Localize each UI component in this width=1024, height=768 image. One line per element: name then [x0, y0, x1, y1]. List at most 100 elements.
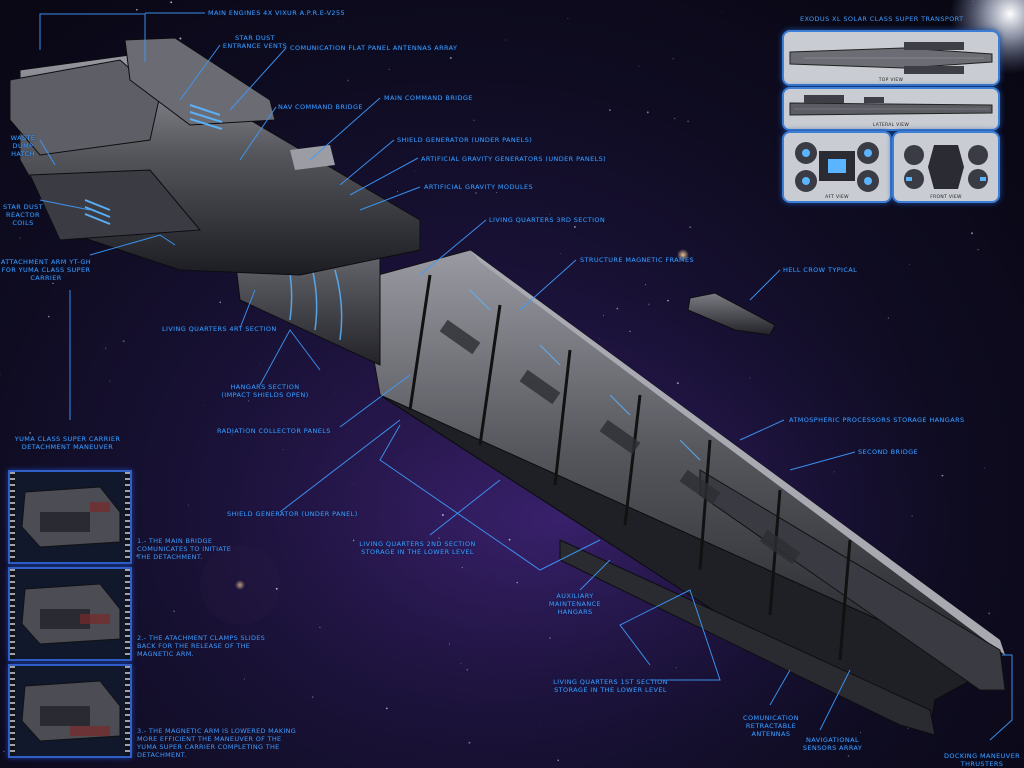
star [616, 307, 619, 310]
star [516, 581, 518, 584]
leader-attachment-arm [89, 234, 176, 256]
label-shield-gen-top: SHIELD GENERATOR (UNDER PANELS) [397, 136, 533, 144]
star [833, 471, 835, 473]
leader-waste-dump [39, 139, 56, 166]
engine-section [9, 37, 421, 276]
star [259, 363, 260, 365]
leader-comm-antennas [229, 47, 287, 111]
star [821, 316, 823, 317]
top-view-panel: TOP VIEW [782, 30, 1000, 86]
leader-shield-gen-top [339, 139, 395, 186]
star [676, 382, 679, 385]
star [505, 39, 507, 41]
star [115, 251, 116, 253]
label-hangars: HANGARS SECTION (IMPACT SHIELDS OPEN) [221, 383, 309, 399]
star [335, 391, 336, 393]
label-second-bridge: SECOND BRIDGE [858, 448, 919, 456]
star [624, 294, 626, 296]
label-gravity-modules: ARTIFICIAL GRAVITY MODULES [424, 183, 534, 191]
star [52, 282, 54, 285]
star [599, 338, 601, 340]
lens-flare [235, 580, 245, 590]
star [65, 272, 67, 274]
star [3, 750, 5, 753]
star [172, 28, 173, 29]
star [51, 269, 53, 271]
star [219, 301, 222, 304]
star [448, 643, 451, 645]
star [319, 626, 321, 629]
leader-gravity-modules [359, 186, 421, 211]
label-yuma-detach: YUMA CLASS SUPER CARRIER DETACHMENT MANE… [14, 435, 121, 451]
aft-view-drawing [795, 142, 879, 192]
label-comm-antennas: COMUNICATION FLAT PANEL ANTENNAS ARRAY [290, 44, 458, 52]
star [971, 232, 973, 235]
star [396, 191, 398, 193]
label-shield-gen-under: SHIELD GENERATOR (UNDER PANEL) [227, 510, 358, 518]
star [689, 226, 692, 229]
star [13, 188, 15, 189]
star [977, 249, 979, 251]
leader-main-engines [39, 13, 146, 62]
star [887, 317, 889, 319]
leader-comm-retract [769, 669, 791, 706]
label-living-q1: LIVING QUARTERS 1st SECTION STORAGE IN T… [553, 678, 668, 694]
star [18, 237, 21, 239]
detach-step3-thumb [8, 664, 132, 758]
label-nav-sensors: NAVIGATIONAL SENSORS ARRAY [802, 736, 863, 752]
star [204, 404, 206, 406]
aft-view-panel: AFT VIEW [782, 131, 892, 203]
label-star-dust-reactor: STAR DUST REACTOR COILS [2, 203, 44, 227]
star [549, 213, 551, 215]
leader-magnetic-frames [519, 259, 577, 311]
leader-radiation [339, 374, 411, 428]
label-hell-crow: HELL CROW TYPICAL [783, 266, 858, 274]
star [687, 120, 689, 123]
leader-shield-gen-under [279, 419, 401, 513]
star [721, 10, 722, 12]
star [549, 637, 551, 639]
star [749, 377, 751, 379]
star [311, 696, 314, 698]
star [603, 315, 605, 316]
star [909, 264, 911, 266]
label-comm-retract: COMUNICATION RETRACTABLE ANTENNAS [743, 714, 799, 738]
star [460, 662, 462, 665]
star [984, 467, 986, 469]
star [47, 315, 50, 318]
detach-step2-image [21, 583, 121, 645]
star [634, 76, 635, 77]
leader-living-q3 [419, 219, 487, 276]
leader-docking [989, 654, 1013, 741]
star [609, 109, 611, 111]
lateral-view-label: LATERAL VIEW [872, 123, 910, 128]
detach-step3-text: 3.- THE MAGNETIC ARM IS LOWERED MAKING M… [137, 727, 297, 759]
star [508, 538, 511, 541]
lateral-view-drawing [789, 95, 993, 116]
star [667, 299, 669, 302]
leader-star-dust-vents [179, 44, 221, 101]
front-view-panel: FRONT VIEW [892, 131, 1000, 203]
leader-star-dust-reactor [39, 199, 91, 211]
front-view-drawing [904, 145, 988, 189]
star [109, 380, 111, 382]
star [173, 610, 175, 613]
star [567, 18, 569, 19]
star [388, 68, 390, 71]
label-atmospheric: ATMOSPHERIC PROCESSORS STORAGE HANGARS [789, 416, 965, 424]
star [675, 667, 677, 669]
star [647, 303, 650, 306]
star [247, 400, 250, 402]
star [338, 20, 339, 22]
star [29, 432, 31, 434]
detach-step1-text: 1.- THE MAIN BRIDGE COMUNICATES TO INITI… [137, 537, 232, 561]
leader-q2-bracket [379, 424, 601, 571]
hell-crow-ship [687, 292, 776, 336]
aft-view-label: AFT VIEW [825, 195, 849, 200]
star [352, 539, 355, 542]
star [136, 555, 138, 557]
star [461, 566, 463, 568]
